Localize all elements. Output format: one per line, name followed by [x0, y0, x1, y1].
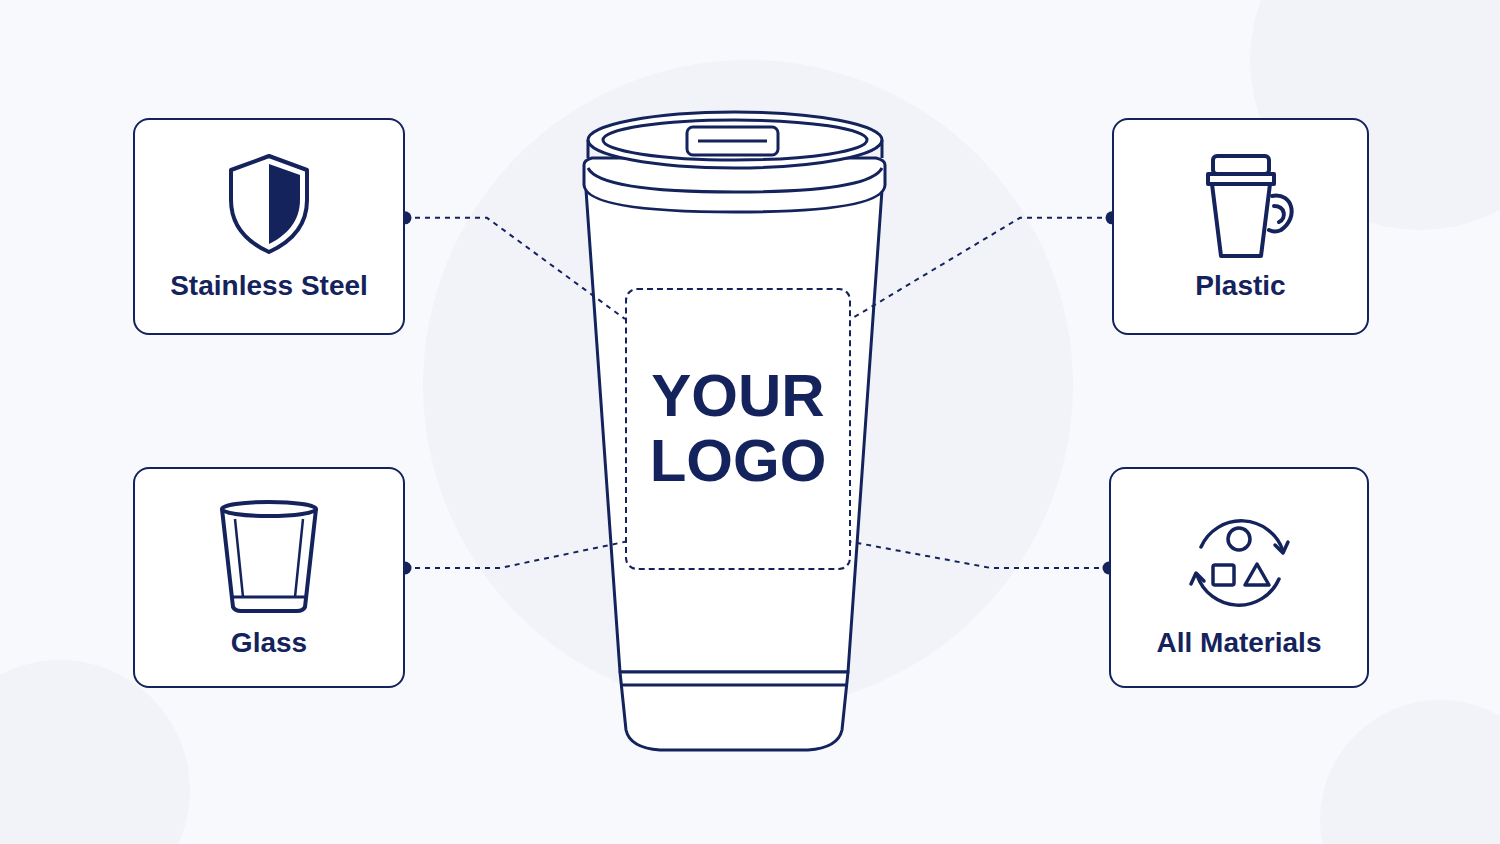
material-label: Plastic	[1185, 269, 1295, 303]
material-label: Glass	[221, 626, 317, 660]
dashed-connector	[851, 211, 1119, 319]
dashed-connector	[399, 542, 626, 575]
material-label: All Materials	[1147, 626, 1332, 660]
plastic-cup-icon	[1181, 148, 1301, 268]
shield-icon	[209, 142, 329, 262]
glass-icon	[209, 493, 329, 613]
dashed-connector	[851, 542, 1116, 575]
material-box: Plastic	[1112, 118, 1369, 335]
logo-text: YOUR LOGO	[637, 364, 839, 494]
material-box: Glass	[133, 467, 405, 688]
material-label: Stainless Steel	[160, 269, 378, 303]
material-box: Stainless Steel	[133, 118, 405, 335]
dashed-connector	[399, 211, 626, 319]
logo-area: YOUR LOGO	[625, 288, 851, 570]
material-box: All Materials	[1109, 467, 1369, 688]
materials-cycle-icon	[1179, 503, 1299, 623]
